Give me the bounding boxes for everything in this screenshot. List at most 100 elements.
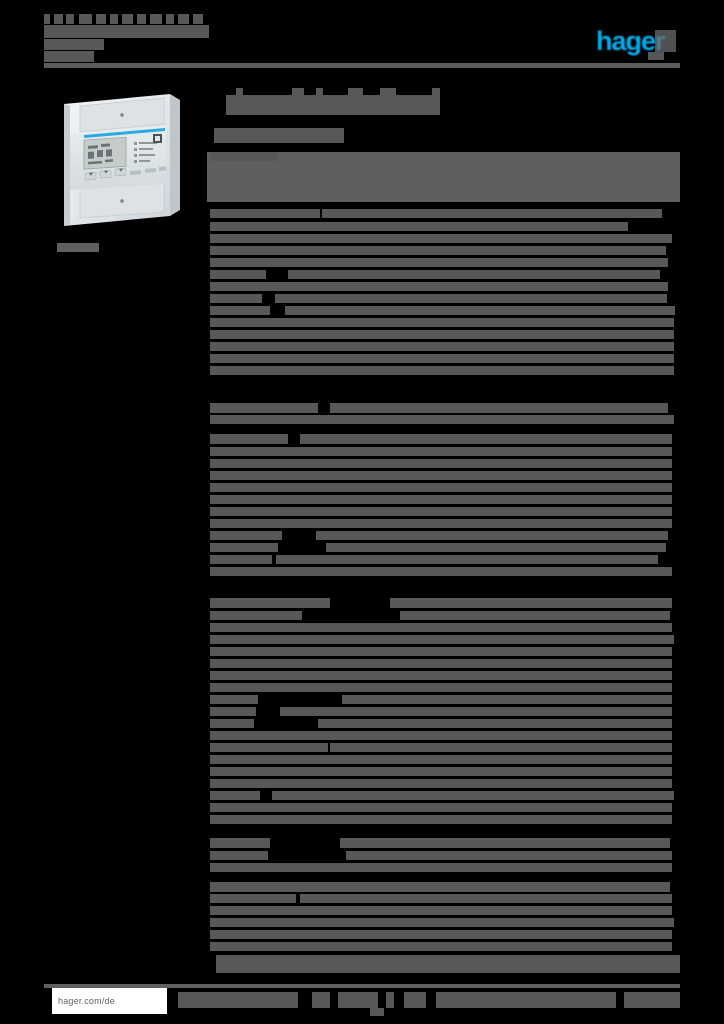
row-value-35 <box>214 671 672 680</box>
row-label-54 <box>210 918 272 927</box>
row-value-52 <box>300 894 672 903</box>
row-value-28 <box>214 567 672 576</box>
header-title-block-6 <box>122 14 133 24</box>
row-label-18 <box>210 447 296 456</box>
row-label-49 <box>210 851 268 860</box>
row-value-56 <box>214 942 672 951</box>
row-value-46 <box>214 803 672 812</box>
row-value-38 <box>280 707 672 716</box>
row-value-2 <box>280 222 628 231</box>
row-label-45 <box>210 791 260 800</box>
row-value-13 <box>214 354 674 363</box>
row-value-26 <box>326 543 666 552</box>
content-heading-block-2 <box>316 88 323 95</box>
row-label-6 <box>210 270 266 279</box>
row-label-0 <box>210 152 278 161</box>
row-value-34 <box>214 659 672 668</box>
header-title-block-7 <box>137 14 146 24</box>
logo-underline-redaction <box>648 52 664 60</box>
footer-block-6 <box>624 992 680 1008</box>
row-value-50 <box>214 863 672 872</box>
header-title-block-14 <box>44 51 94 62</box>
row-label-2 <box>210 222 306 231</box>
header-title-block-3 <box>79 14 92 24</box>
footer-block-7 <box>370 1008 384 1016</box>
header-title-block-11 <box>193 14 203 24</box>
content-heading-block-3 <box>348 88 363 95</box>
row-label-26 <box>210 543 278 552</box>
footer-url-link[interactable]: hager.com/de <box>52 988 167 1014</box>
row-label-7 <box>210 282 264 291</box>
row-value-11 <box>214 330 674 339</box>
row-value-31 <box>214 623 672 632</box>
header-title-block-10 <box>178 14 189 24</box>
row-value-30 <box>400 611 670 620</box>
row-value-45 <box>272 791 674 800</box>
row-value-22 <box>214 495 672 504</box>
row-value-14 <box>214 366 674 375</box>
row-value-40 <box>214 731 672 740</box>
content-heading-block-1 <box>292 88 304 95</box>
row-label-37 <box>210 695 258 704</box>
content-heading-block-4 <box>380 88 396 95</box>
row-value-55 <box>214 930 672 939</box>
row-value-16 <box>214 415 674 424</box>
row-value-24 <box>214 519 672 528</box>
content-paragraph-band-0 <box>207 152 680 202</box>
row-value-48 <box>340 838 670 848</box>
row-value-39 <box>318 719 672 728</box>
row-value-49 <box>346 851 672 860</box>
header-title-block-13 <box>44 39 104 50</box>
content-heading-block-5 <box>432 88 440 95</box>
header-title-block-2 <box>66 14 74 24</box>
row-value-43 <box>214 767 672 776</box>
hager-logo-text: hager <box>596 26 666 56</box>
page-header <box>0 0 724 70</box>
row-label-52 <box>210 894 296 903</box>
row-value-36 <box>214 683 672 692</box>
row-value-1 <box>322 209 662 218</box>
row-value-41 <box>330 743 672 752</box>
footer-url-text: hager.com/de <box>58 996 115 1006</box>
row-value-3 <box>240 234 672 243</box>
footer-block-4 <box>404 992 426 1008</box>
row-value-12 <box>214 342 674 351</box>
header-title-block-8 <box>150 14 162 24</box>
logo-redaction-overlay <box>655 30 676 52</box>
row-value-17 <box>300 434 672 444</box>
row-label-30 <box>210 611 302 620</box>
footer-block-5 <box>436 992 616 1008</box>
header-title-block-12 <box>44 25 209 38</box>
row-value-51 <box>312 882 670 892</box>
row-label-5 <box>210 258 268 267</box>
row-label-25 <box>210 531 282 540</box>
row-label-9 <box>210 306 270 315</box>
row-value-27 <box>276 555 658 564</box>
row-value-10 <box>230 318 674 327</box>
product-image-caption <box>57 243 99 252</box>
row-value-29 <box>390 598 672 608</box>
row-value-53 <box>214 906 672 915</box>
row-value-8 <box>275 294 667 303</box>
row-value-7 <box>240 282 668 291</box>
row-value-42 <box>214 755 672 764</box>
content-heading-block-7 <box>214 128 344 143</box>
row-label-19 <box>210 459 274 468</box>
footer-top-band-notch <box>210 951 216 973</box>
row-label-15 <box>210 403 318 413</box>
row-value-44 <box>214 779 672 788</box>
content-heading-block-0 <box>236 88 243 95</box>
row-label-29 <box>210 598 330 608</box>
row-value-18 <box>272 447 672 456</box>
row-value-5 <box>258 258 668 267</box>
row-label-1 <box>210 209 320 218</box>
row-value-21 <box>214 483 672 492</box>
header-title-block-9 <box>166 14 174 24</box>
row-label-27 <box>210 555 272 564</box>
header-divider <box>44 63 680 68</box>
footer-block-2 <box>338 992 378 1008</box>
row-label-8 <box>210 294 262 303</box>
product-image <box>58 90 188 230</box>
content-heading-block-6 <box>226 95 440 115</box>
